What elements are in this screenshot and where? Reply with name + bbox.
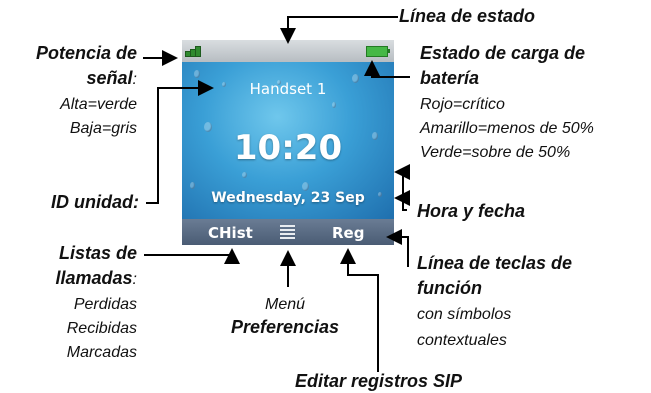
arrow-call-lists: [144, 248, 240, 264]
label-signal-title-1: Potencia de: [35, 43, 137, 63]
label-softkey-sub-1: con símbolos: [417, 306, 512, 323]
label-menu-title: Preferencias: [230, 317, 340, 337]
signal-title-2: señal: [86, 68, 133, 88]
label-battery-title-1: Estado de carga de: [420, 43, 586, 63]
battery-tip: [388, 49, 390, 53]
battery-icon: [366, 46, 388, 57]
call-lists-title-2: llamadas: [55, 268, 133, 288]
arrow-softkey-line: [386, 229, 409, 267]
label-signal-title-2: señal:: [0, 67, 137, 91]
label-battery-yellow: Amarillo=menos de 50%: [420, 120, 594, 137]
label-menu-sub: Menú: [264, 296, 306, 313]
label-softkey-title-2: función: [417, 278, 482, 298]
arrow-date: [394, 190, 410, 210]
label-time-date: Hora y fecha: [417, 201, 526, 221]
label-call-received: Recibidas: [66, 320, 137, 337]
call-lists-suffix: :: [132, 271, 137, 288]
date: Wednesday, 23 Sep: [211, 190, 365, 206]
label-battery-title-2: batería: [420, 68, 480, 88]
signal-suffix: :: [132, 71, 137, 88]
wallpaper: [182, 62, 394, 219]
phone-screen: Handset 1 10:20 Wednesday, 23 Sep CHist …: [182, 40, 394, 245]
label-signal-high: Alta=verde: [60, 96, 137, 113]
label-softkey-title-1: Línea de teclas de: [417, 253, 573, 273]
softkey-reg[interactable]: Reg: [332, 224, 365, 242]
softkey-chist[interactable]: CHist: [208, 224, 253, 242]
menu-icon[interactable]: [280, 225, 295, 240]
label-battery-green: Verde=sobre de 50%: [420, 144, 571, 161]
status-bar: [182, 40, 394, 62]
arrow-status-line: [280, 16, 398, 44]
clock: 10:20: [233, 128, 343, 168]
label-sip: Editar registros SIP: [295, 371, 463, 391]
arrow-sip: [340, 248, 379, 372]
label-call-missed: Perdidas: [73, 296, 137, 313]
label-softkey-sub-2: contextuales: [417, 332, 507, 349]
arrow-unit-id: [146, 80, 214, 204]
label-call-lists-title-2: llamadas:: [0, 267, 138, 291]
label-call-dialed: Marcadas: [66, 344, 137, 361]
label-battery-red: Rojo=crítico: [420, 96, 505, 113]
arrow-battery: [364, 60, 410, 78]
softkey-bar: [182, 219, 394, 245]
label-unit-id: ID unidad:: [51, 192, 139, 212]
label-call-lists-title-1: Listas de: [58, 243, 137, 263]
label-status-line: Línea de estado: [399, 6, 536, 26]
handset-id: Handset 1: [249, 80, 327, 98]
arrow-time: [394, 164, 410, 211]
label-signal-low: Baja=gris: [69, 120, 137, 137]
